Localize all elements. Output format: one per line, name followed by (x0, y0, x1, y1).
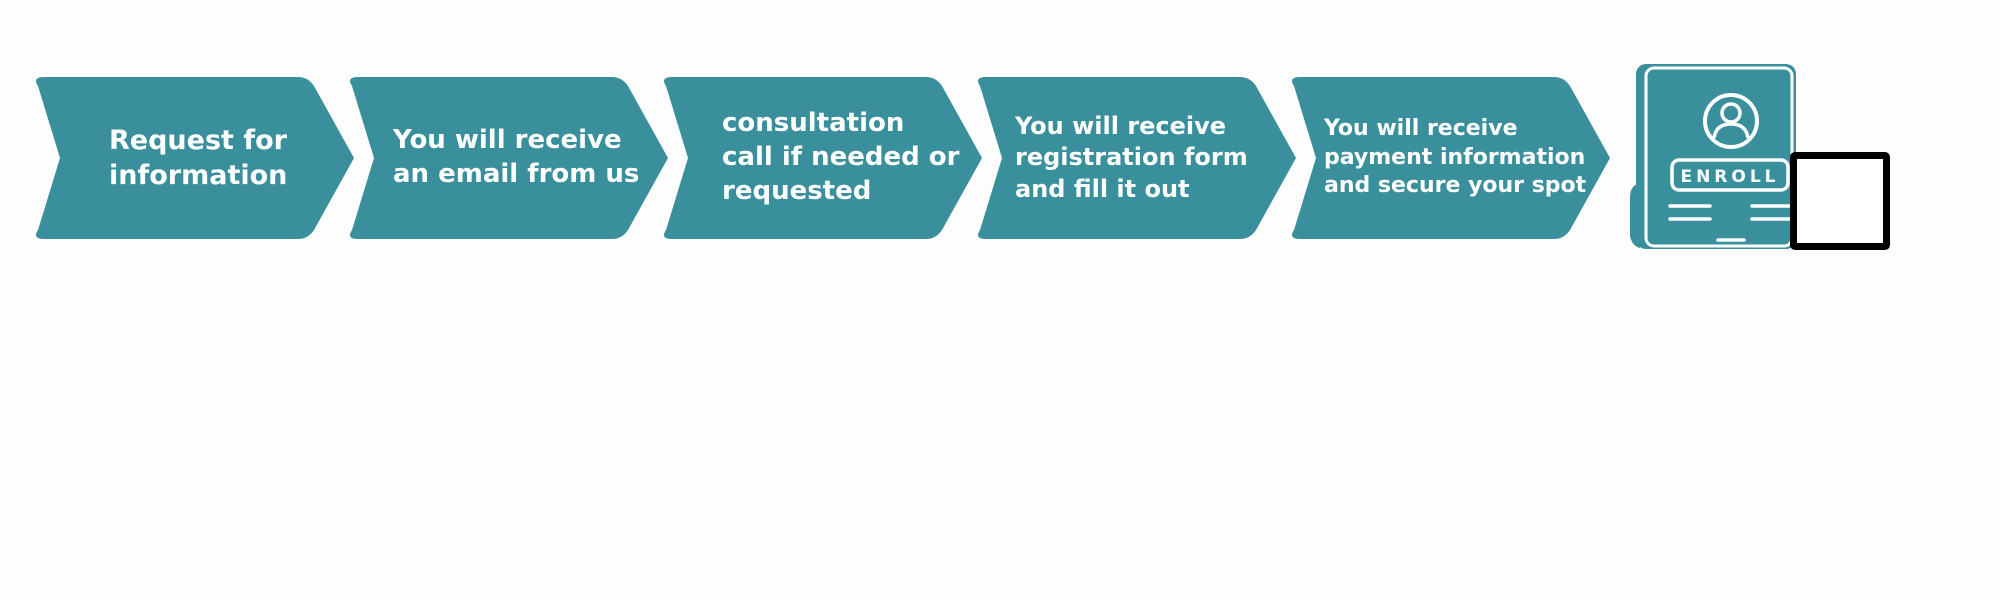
enroll-badge-text: ENROLL (1680, 167, 1779, 187)
avatar-icon (1703, 93, 1759, 149)
step-4-chevron (978, 77, 1296, 239)
step-5-label: You will receive payment information and… (1324, 116, 1587, 199)
step-1-label: Request for information (109, 124, 288, 191)
enroll-form-icon: ENROLL (1630, 64, 1796, 249)
step-4-registration: You will receive registration form and f… (970, 77, 1296, 239)
step-3-consultation: consultation call if needed or requested (656, 77, 982, 239)
step-5-payment: You will receive payment information and… (1284, 77, 1610, 239)
step-4-label: You will receive registration form and f… (1015, 112, 1248, 203)
step-2-email: You will receive an email from us (342, 77, 668, 239)
step-3-chevron (664, 77, 982, 239)
step-1-request-information: Request for information (28, 77, 354, 239)
step-2-chevron (350, 77, 668, 239)
step-3-label: consultation call if needed or requested (722, 108, 960, 206)
step-1-chevron (36, 77, 354, 239)
step-2-label: You will receive an email from us (393, 125, 640, 189)
empty-square-outline-icon (1790, 152, 1890, 250)
step-5-chevron (1292, 77, 1610, 239)
